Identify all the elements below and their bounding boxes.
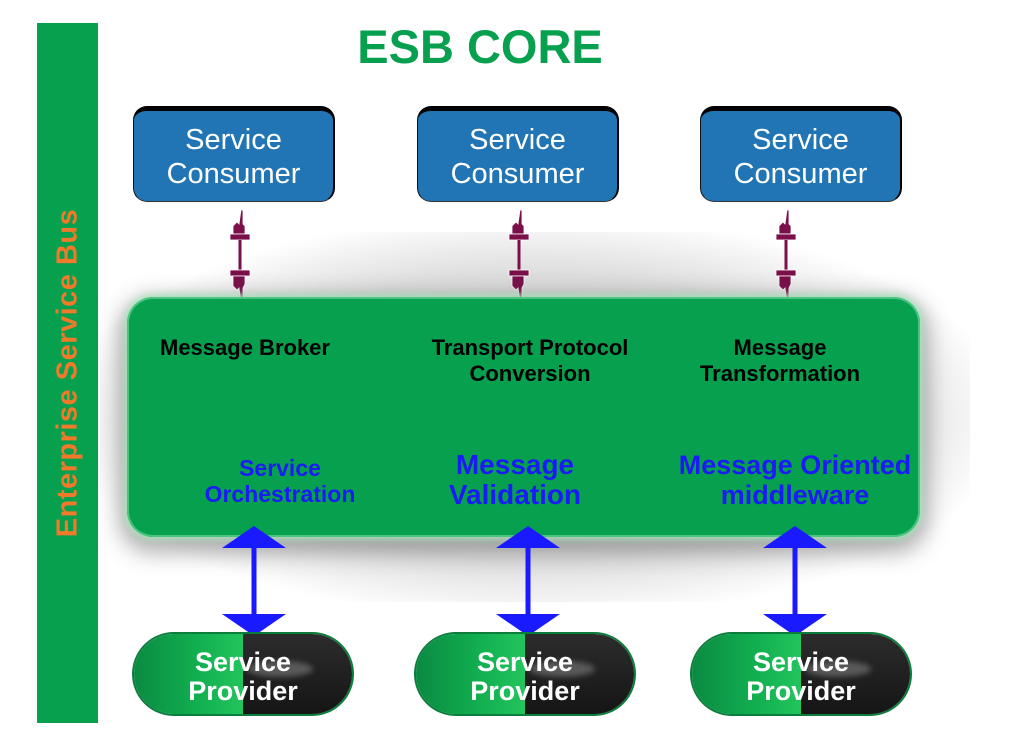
consumer-line2: Consumer xyxy=(450,158,585,190)
hand-connector-icon-1 xyxy=(229,209,251,303)
function-line1: Message Broker xyxy=(160,335,330,360)
consumer-line2: Consumer xyxy=(733,158,868,190)
service-consumer-3: Service Consumer xyxy=(700,106,902,202)
consumer-line2: Consumer xyxy=(166,158,301,190)
provider-line2: Provider xyxy=(470,676,580,706)
service-consumer-2: Service Consumer xyxy=(417,106,619,202)
core-function-3: Message Transformation xyxy=(680,335,880,387)
capability-line2: Validation xyxy=(448,479,582,510)
consumer-line1: Service xyxy=(185,124,282,156)
provider-line1: Service xyxy=(752,647,850,677)
service-provider-1: Service Provider xyxy=(132,632,354,716)
core-function-2: Transport Protocol Conversion xyxy=(410,335,650,387)
consumer-line1: Service xyxy=(752,124,849,156)
bus-label: Enterprise Service Bus xyxy=(51,208,83,538)
service-consumer-1: Service Consumer xyxy=(133,106,335,202)
function-line1: Transport Protocol xyxy=(431,335,629,360)
double-arrow-icon-2 xyxy=(496,526,560,636)
hand-connector-icon-2 xyxy=(508,209,530,303)
capability-line1: Service xyxy=(239,455,321,481)
double-arrow-icon-3 xyxy=(763,526,827,636)
function-line2: Conversion xyxy=(469,361,591,386)
function-line2: Transformation xyxy=(699,361,861,386)
provider-line1: Service xyxy=(476,647,574,677)
esb-core-panel xyxy=(127,297,920,537)
capability-line2: Orchestration xyxy=(204,481,356,507)
capability-line1: Message Oriented xyxy=(678,450,912,480)
hand-connector-icon-3 xyxy=(775,209,797,303)
capability-line1: Message xyxy=(455,449,575,480)
core-capability-1: Service Orchestration xyxy=(180,455,380,507)
diagram-title: ESB CORE xyxy=(357,20,603,73)
consumer-line1: Service xyxy=(469,124,566,156)
enterprise-service-bus-bar: Enterprise Service Bus xyxy=(37,23,98,723)
service-provider-3: Service Provider xyxy=(690,632,912,716)
function-line1: Message xyxy=(733,335,827,360)
capability-line2: middleware xyxy=(720,480,870,510)
provider-line2: Provider xyxy=(746,676,856,706)
core-capability-2: Message Validation xyxy=(420,450,610,510)
provider-line1: Service xyxy=(194,647,292,677)
provider-line2: Provider xyxy=(188,676,298,706)
core-function-1: Message Broker xyxy=(140,335,350,361)
service-provider-2: Service Provider xyxy=(414,632,636,716)
core-capability-3: Message Oriented middleware xyxy=(670,450,920,510)
double-arrow-icon-1 xyxy=(222,526,286,636)
